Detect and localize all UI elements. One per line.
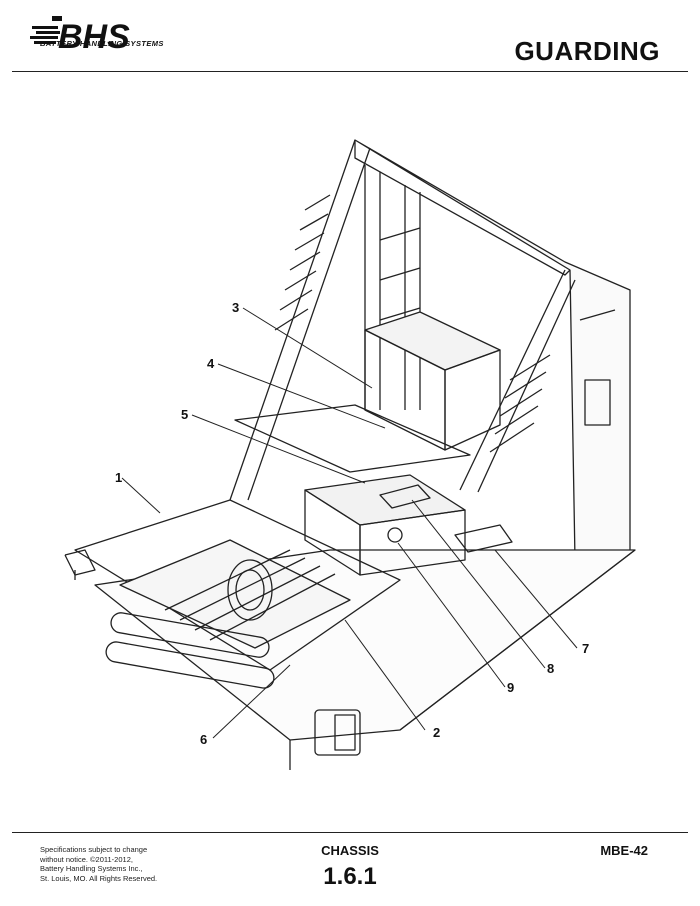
callout-3: 3 — [232, 300, 239, 315]
callout-7: 7 — [582, 641, 589, 656]
left-diagonal-beam — [229, 139, 356, 501]
leader-3 — [242, 307, 373, 389]
guarding-assembly-drawing: 1 2 3 4 5 6 7 8 9 — [0, 80, 700, 830]
footer-divider — [12, 832, 688, 833]
cross-beam — [234, 404, 471, 473]
leader-2 — [344, 619, 426, 731]
callout-9: 9 — [507, 680, 514, 695]
bhs-logo-mark: BHS — [30, 16, 130, 56]
roller-carriage — [74, 499, 401, 671]
rollers — [164, 549, 336, 641]
callout-8: 8 — [547, 661, 554, 676]
right-guard-grille — [489, 354, 551, 453]
copyright-line: St. Louis, MO. All Rights Reserved. — [40, 873, 158, 883]
svg-text:BHS: BHS — [58, 18, 130, 56]
bracket-lower — [454, 524, 513, 553]
leader-8 — [411, 499, 546, 669]
header-divider — [12, 71, 688, 72]
copyright-note: Specifications subject to change without… — [40, 845, 180, 883]
copyright-line: Battery Handling Systems Inc., — [40, 864, 143, 873]
model-number: MBE-42 — [600, 843, 648, 858]
callout-1: 1 — [115, 470, 122, 485]
leader-6 — [212, 664, 291, 739]
left-guard-grille — [274, 194, 331, 331]
leader-9 — [397, 542, 506, 688]
isometric-line-drawing: 1 2 3 4 5 6 7 8 9 — [64, 139, 636, 770]
section-number: 1.6.1 — [323, 863, 377, 890]
top-rail — [354, 140, 571, 276]
front-roller — [110, 612, 270, 658]
page-title: GUARDING — [514, 36, 660, 66]
handle-bar — [64, 549, 96, 576]
callout-6: 6 — [200, 732, 207, 747]
upper-carriage — [364, 311, 501, 371]
bracket-upper — [379, 484, 431, 509]
enclosure-port — [387, 527, 403, 543]
section-name: CHASSIS — [321, 843, 379, 858]
callout-4: 4 — [207, 356, 215, 371]
right-diagonal-beam — [459, 269, 566, 491]
control-box — [584, 379, 611, 426]
bhs-logo: BHS — [30, 14, 205, 66]
callout-2: 2 — [433, 725, 440, 740]
page-header: BHS BATTERY HANDLING SYSTEMS GUARDING — [0, 0, 700, 74]
roller-bed — [119, 539, 351, 649]
copyright-line: Specifications subject to change — [40, 845, 148, 854]
rotating-turntable — [227, 559, 273, 621]
leader-7 — [494, 549, 578, 649]
junction-box — [314, 709, 361, 756]
leader-1 — [121, 477, 161, 514]
callout-5: 5 — [181, 407, 188, 422]
leader-4 — [217, 363, 386, 429]
copyright-line: without notice. ©2011-2012, — [40, 854, 133, 864]
leader-5 — [191, 414, 366, 484]
logo-subtitle: BATTERY HANDLING SYSTEMS — [40, 39, 164, 48]
